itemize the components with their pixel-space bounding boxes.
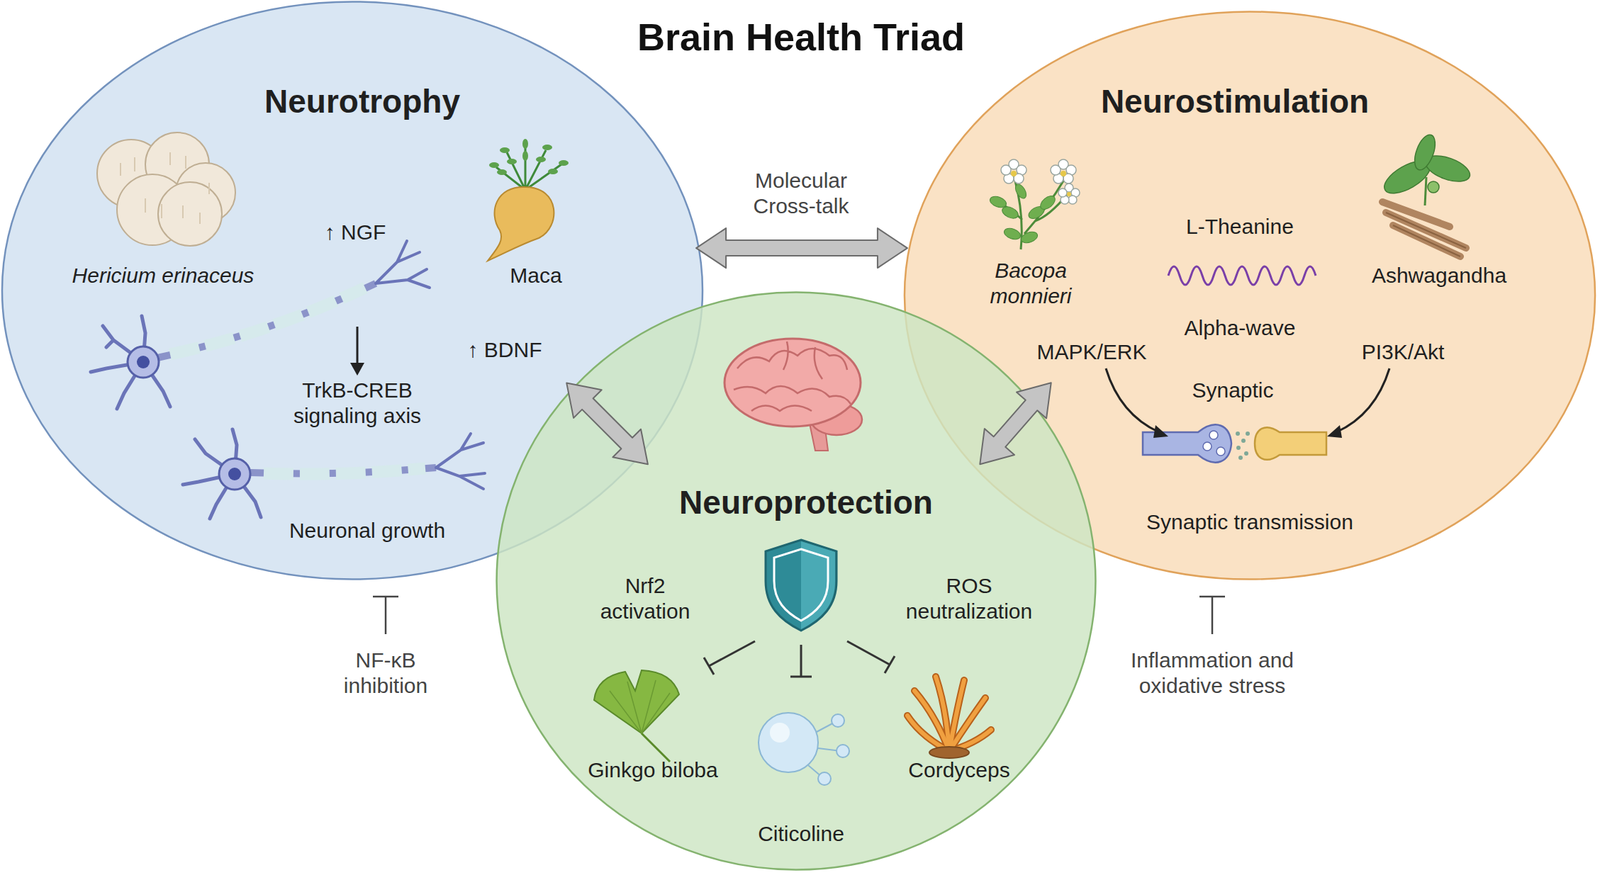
citicoline-molecule [818,772,831,786]
node-item-label: Bacopa monnieri [974,258,1088,310]
annotation-label: Inflammation and oxidative stress [1091,647,1333,699]
bacopa-illustration [1066,192,1072,197]
maca-illustration [558,160,569,166]
annotation-label: NF-κB inhibition [314,647,457,699]
node-heading: Neuroprotection [621,483,991,523]
maca-illustration [499,147,510,154]
node-item-label: Nrf2 activation [584,573,706,625]
inhibition-line [800,645,803,678]
inhibition-symbol [372,596,399,599]
node-item-label: L-Theanine [1154,214,1325,240]
maca-illustration [506,158,517,165]
cordyceps-illustration [929,747,970,759]
synapse-illustration [1203,442,1212,451]
inhibition-line [790,676,812,679]
bacopa-illustration [1060,170,1067,177]
signal-arrow [356,326,359,366]
node-item-label: Maca [479,263,593,289]
maca-illustration [522,150,529,161]
synapse-illustration [1236,445,1241,451]
synapse-illustration [1254,427,1327,460]
ashwagandha-illustration [1427,181,1440,193]
node-item-label: Citicoline [723,821,880,848]
node-item-label: TrkB-CREB signaling axis [265,377,450,429]
inhibition-symbol [1211,596,1214,635]
node-item-label: ROS neutralization [887,573,1051,625]
ashwagandha-illustration [1424,177,1427,206]
synapse-illustration [1235,431,1240,436]
node-item-label: ↑ NGF [291,219,419,246]
lions-mane-illustration [158,182,222,246]
synapse-illustration [1209,431,1218,440]
node-item-label: PI3K/Akt [1324,339,1481,366]
node-item-label: MAPK/ERK [1013,339,1170,366]
double-arrow [696,228,908,268]
maca-illustration [522,138,529,149]
node-item-label: Neuronal growth [253,518,481,544]
diagram-title: Brain Health Triad [482,14,1121,61]
citicoline-molecule [831,714,845,728]
bacopa-illustration [1010,170,1017,177]
node-item-label: ↑ BDNF [440,337,569,363]
neuron-illustration [219,458,251,490]
maca-illustration [542,144,553,151]
synapse-illustration [1241,438,1246,444]
node-item-label: Hericium erinaceus [42,263,284,289]
shield-icon [774,549,829,622]
maca-illustration [496,169,507,176]
inhibition-symbol [1199,596,1225,599]
ellipse-shape [496,292,1096,870]
synapse-illustration [1203,431,1225,456]
neuron-illustration [127,346,159,378]
neuron-illustration [228,467,242,481]
synapse-illustration [1216,447,1225,456]
maca-illustration [547,168,558,175]
edge-label: Molecular Cross-talk [737,168,865,220]
node-item-label: Ginkgo biloba [560,757,746,784]
node-heading: Neurostimulation [1036,82,1434,122]
synapse-illustration [1245,431,1250,436]
node-item-label: Cordyceps [881,757,1038,784]
bacopa-illustration [1068,195,1077,205]
citicoline-molecule [758,713,819,773]
node-item-label: Synaptic [1161,377,1304,404]
synapse-illustration [1238,455,1243,461]
node-heading: Neurotrophy [163,82,561,122]
bacopa-illustration [1050,165,1061,176]
node-item-label: Ashwagandha [1346,263,1532,289]
citicoline-molecule [769,723,790,743]
inhibition-symbol [384,596,388,635]
maca-illustration [535,156,546,163]
brain-illustration [733,341,851,412]
bacopa-illustration [1058,188,1067,198]
neuron-illustration [250,467,436,474]
neuron-illustration [263,468,426,475]
lions-mane-illustration [120,152,210,225]
neuron-illustration [136,355,150,369]
node-item-label: Alpha-wave [1154,315,1325,341]
bacopa-illustration [1000,165,1011,176]
synapse-illustration [1244,451,1249,456]
citicoline-molecule [836,745,850,758]
maca-illustration [489,162,500,169]
brain-illustration [724,338,861,427]
node-item-label: Synaptic transmission [1115,509,1385,536]
